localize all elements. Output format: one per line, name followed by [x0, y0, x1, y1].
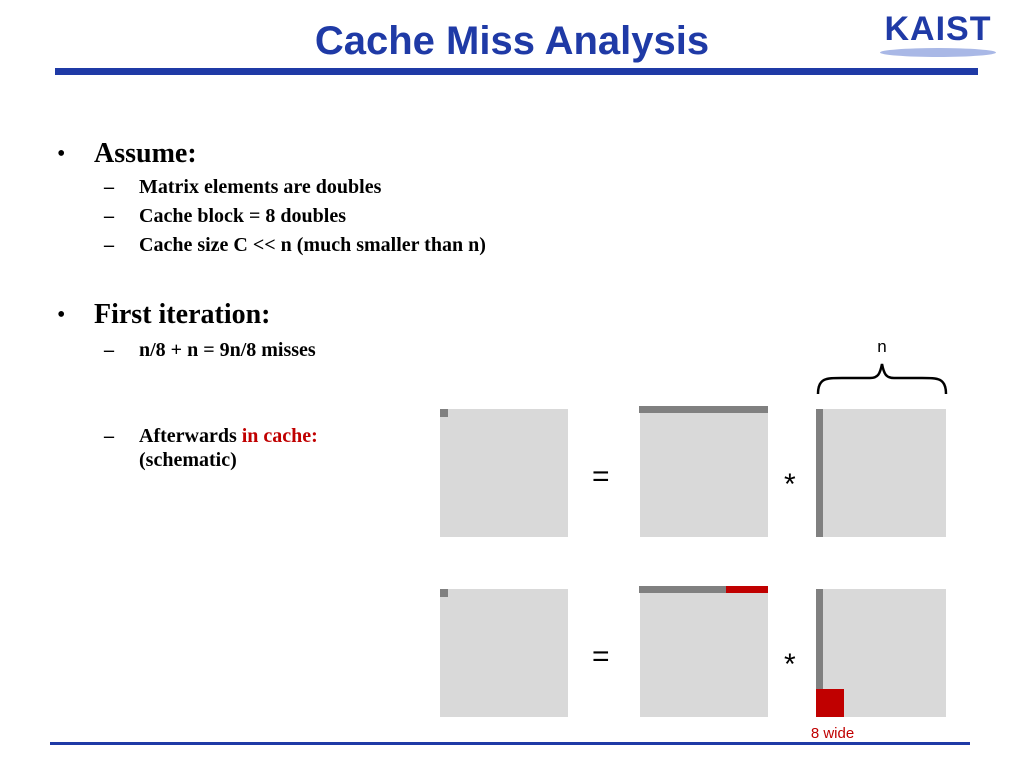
matrix-b-row2 [816, 589, 946, 717]
a-row-access [639, 406, 768, 413]
sub-bullet-block: Cache block = 8 doubles [139, 205, 346, 227]
sub-bullet-doubles: Matrix elements are doubles [139, 176, 382, 198]
dash-marker: – [104, 176, 114, 198]
n-brace [816, 363, 948, 395]
n-label: n [877, 337, 887, 356]
kaist-logo: KAIST [878, 10, 998, 58]
b-column-access [816, 589, 823, 689]
matrix-a-row1 [639, 406, 768, 537]
afterwards-prefix: Afterwards [139, 425, 242, 447]
dash-marker: – [104, 425, 114, 447]
bullet-marker: • [57, 141, 66, 167]
dash-marker: – [104, 234, 114, 256]
sub-bullet-afterwards: Afterwards in cache: [139, 424, 318, 448]
dash-marker: – [104, 205, 114, 227]
c-element-marker [440, 589, 448, 597]
a-cached-block [726, 586, 768, 593]
matrix-a-row2 [639, 586, 768, 717]
bullet-marker: • [57, 302, 66, 328]
matrix-b-row1 [816, 409, 946, 537]
footer-rule [50, 742, 970, 745]
afterwards-highlight: in cache: [241, 425, 318, 447]
bullet-assume: Assume: [94, 138, 197, 169]
b-cached-block [816, 689, 844, 717]
sub-bullet-cache-size: Cache size C << n (much smaller than n) [139, 234, 486, 256]
matrix-c-row2 [440, 589, 568, 717]
slide-title: Cache Miss Analysis [314, 19, 710, 63]
title-underline [55, 68, 978, 75]
dash-marker: – [104, 339, 114, 361]
times-sign: * [784, 468, 796, 501]
a-row-access [639, 586, 726, 593]
equals-sign: = [592, 640, 610, 673]
matrix-c-row1 [440, 409, 568, 537]
c-element-marker [440, 409, 448, 417]
logo-text: KAIST [884, 10, 992, 48]
times-sign: * [784, 648, 796, 681]
logo-swoosh [880, 48, 996, 57]
afterwards-schematic: (schematic) [139, 449, 237, 471]
b-column-access [816, 409, 823, 537]
equals-sign: = [592, 460, 610, 493]
sub-bullet-misses: n/8 + n = 9n/8 misses [139, 339, 316, 361]
bullet-first-iteration: First iteration: [94, 299, 271, 330]
eight-wide-label: 8 wide [810, 725, 855, 742]
